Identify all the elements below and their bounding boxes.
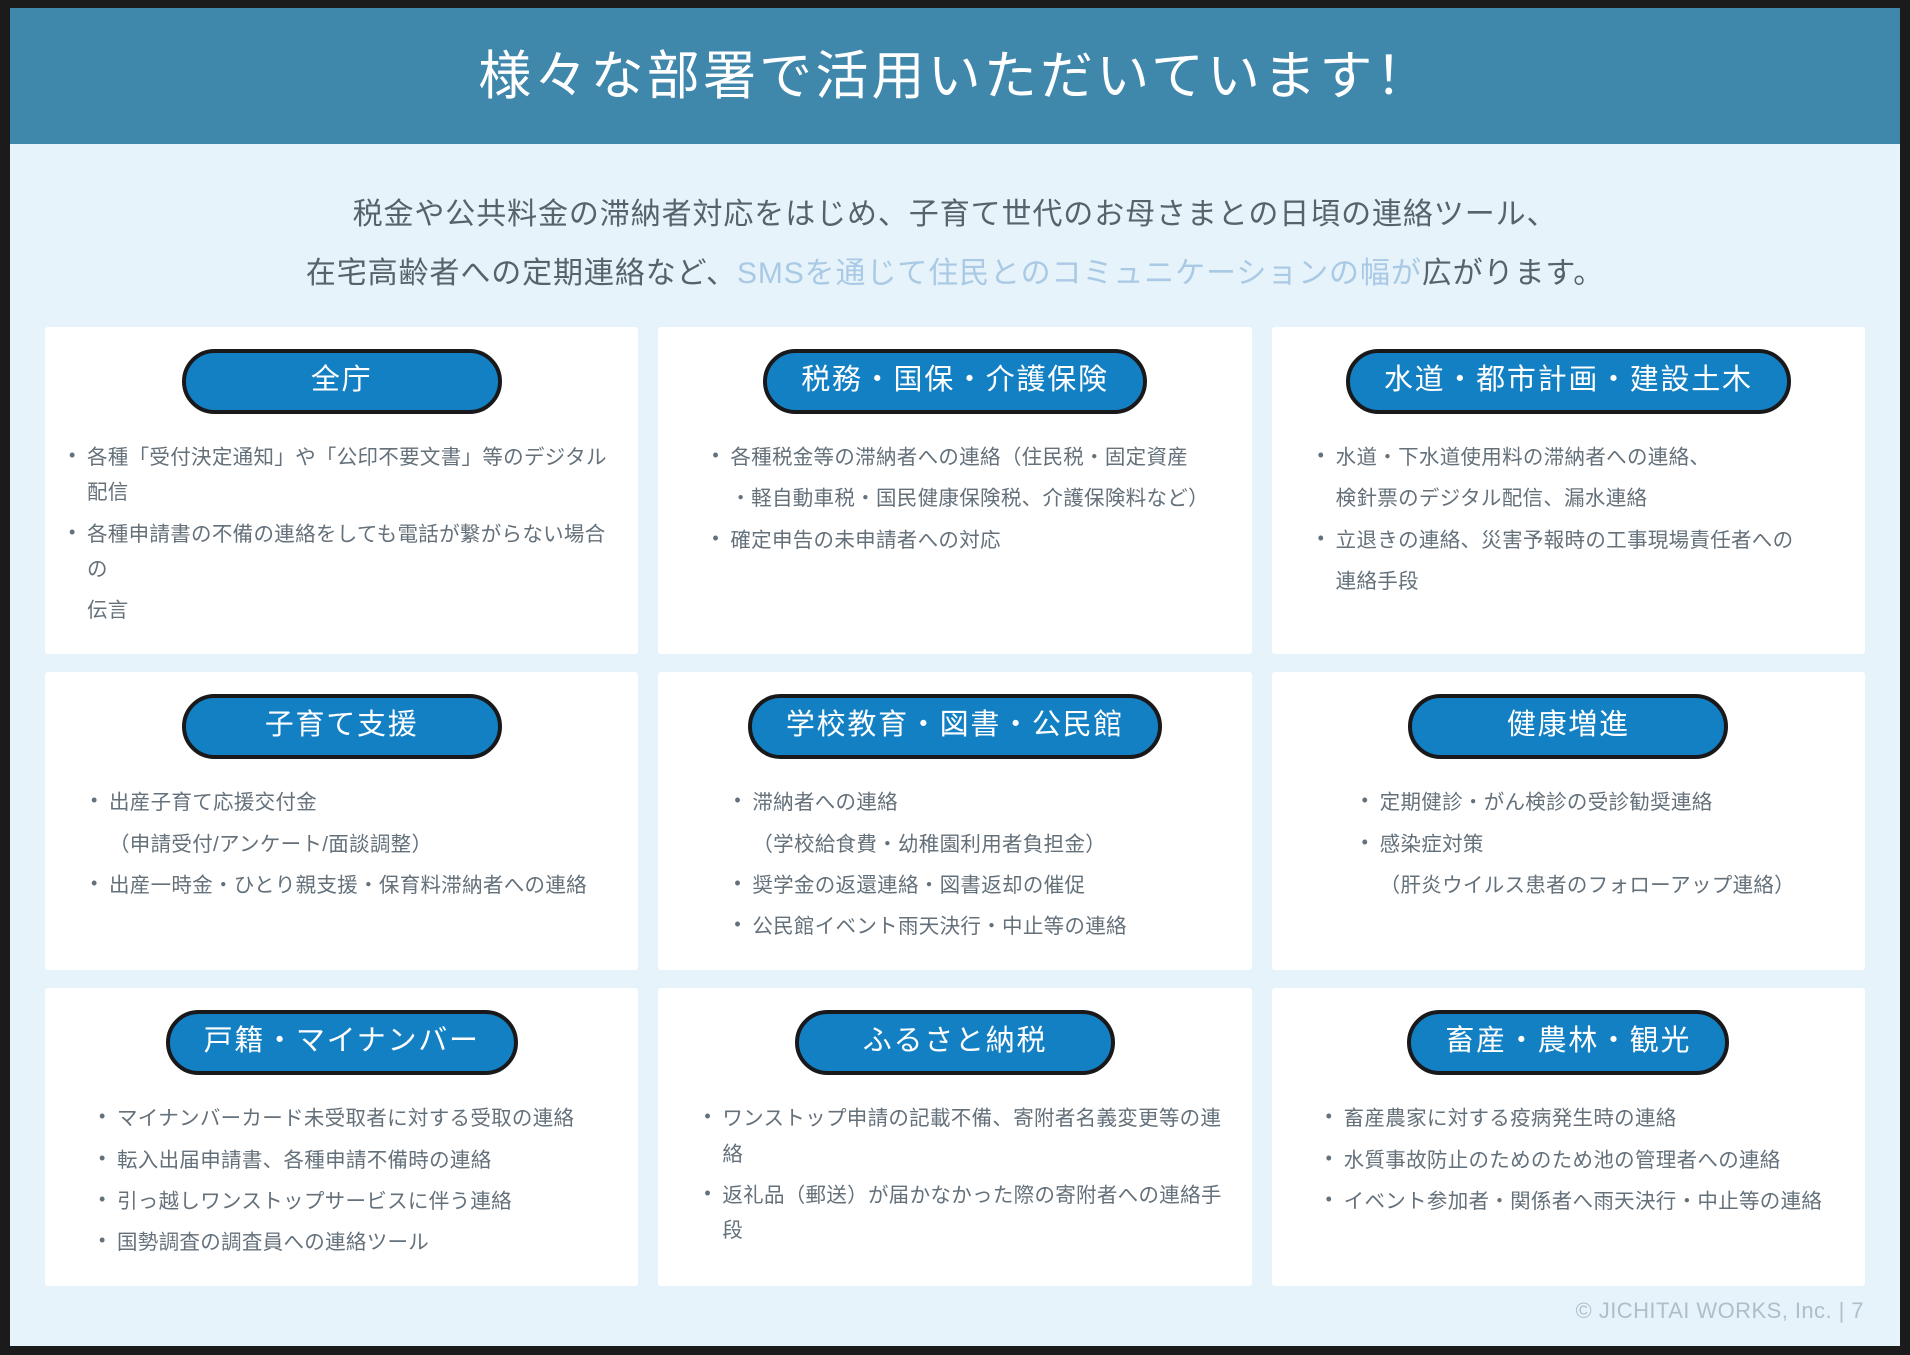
bullet-list: 畜産農家に対する疫病発生時の連絡 水質事故防止のためのため池の管理者への連絡 イ… <box>1290 1101 1847 1219</box>
bullet-list: 出産子育て応援交付金 （申請受付/アンケート/面談調整） 出産一時金・ひとり親支… <box>63 785 620 903</box>
bullet-item-continuation: （学校給食費・幼稚園利用者負担金） <box>752 832 1107 856</box>
bullet-item-continuation: （申請受付/アンケート/面談調整） <box>109 832 433 856</box>
badge-wrapper: 子育て支援 <box>63 694 620 760</box>
badge-wrapper: 健康増進 <box>1290 694 1847 760</box>
badge-wrapper: 戸籍・マイナンバー <box>63 1010 620 1076</box>
badge-wrapper: 全庁 <box>63 349 620 414</box>
subtitle-line-2: 在宅高齢者への定期連絡など、SMSを通じて住民とのコミュニケーションの幅が広がり… <box>10 245 1900 304</box>
bullet-list: 水道・下水道使用料の滞納者への連絡、 検針票のデジタル配信、漏水連絡 立退きの連… <box>1290 440 1847 599</box>
header-banner: 様々な部署で活用いただいています！ <box>10 8 1900 144</box>
bullet-item: イベント参加者・関係者へ雨天決行・中止等の連絡 <box>1324 1184 1847 1219</box>
bullet-item: 定期健診・がん検診の受診勧奨連絡 <box>1360 785 1847 820</box>
bullet-item: 出産一時金・ひとり親支援・保育料滞納者への連絡 <box>89 868 620 903</box>
bullet-item: マイナンバーカード未受取者に対する受取の連絡 <box>97 1101 620 1136</box>
bullet-list: 各種税金等の滞納者への連絡（住民税・固定資産 ・軽自動車税・国民健康保険税、介護… <box>676 440 1233 558</box>
department-card: 全庁 各種「受付決定通知」や「公印不要文書」等のデジタル配信 各種申請書の不備の… <box>45 327 639 655</box>
bullet-item-continuation: 伝言 <box>87 599 129 622</box>
subtitle-line-2-highlight: SMSを通じて住民とのコミュニケーションの幅が <box>736 256 1422 290</box>
bullet-item-continuation: ・軽自動車税・国民健康保険税、介護保険料など） <box>730 487 1209 511</box>
department-card: 学校教育・図書・公民館 滞納者への連絡 （学校給食費・幼稚園利用者負担金） 奨学… <box>658 672 1252 971</box>
department-badge[interactable]: ふるさと納税 <box>794 1010 1115 1076</box>
bullet-item-continuation: 連絡手段 <box>1335 569 1419 593</box>
bullet-list: ワンストップ申請の記載不備、寄附者名義変更等の連絡 返礼品（郵送）が届かなかった… <box>676 1101 1233 1248</box>
bullet-item: 滞納者への連絡 <box>732 785 1233 820</box>
department-badge[interactable]: 水道・都市計画・建設土木 <box>1345 349 1791 414</box>
department-badge[interactable]: 健康増進 <box>1408 694 1729 760</box>
department-badge[interactable]: 学校教育・図書・公民館 <box>747 694 1163 760</box>
bullet-item: 国勢調査の調査員への連絡ツール <box>97 1225 620 1260</box>
badge-wrapper: 畜産・農林・観光 <box>1290 1010 1847 1076</box>
department-card: 健康増進 定期健診・がん検診の受診勧奨連絡 感染症対策 （肝炎ウイルス患者のフォ… <box>1271 672 1865 971</box>
page-title: 様々な部署で活用いただいています！ <box>478 46 1432 106</box>
footer-copyright: © JICHITAI WORKS, Inc. | 7 <box>1575 1298 1864 1323</box>
badge-wrapper: 水道・都市計画・建設土木 <box>1290 349 1847 414</box>
badge-wrapper: ふるさと納税 <box>676 1010 1233 1076</box>
bullet-item: 奨学金の返還連絡・図書返却の催促 <box>732 868 1233 903</box>
bullet-item: 転入出届申請書、各種申請不備時の連絡 <box>97 1143 620 1178</box>
bullet-item: 引っ越しワンストップサービスに伴う連絡 <box>97 1184 620 1219</box>
department-card: 税務・国保・介護保険 各種税金等の滞納者への連絡（住民税・固定資産 ・軽自動車税… <box>658 327 1252 655</box>
slide: 様々な部署で活用いただいています！ 税金や公共料金の滞納者対応をはじめ、子育て世… <box>10 8 1900 1346</box>
bullet-list: マイナンバーカード未受取者に対する受取の連絡 転入出届申請書、各種申請不備時の連… <box>63 1101 620 1260</box>
badge-wrapper: 学校教育・図書・公民館 <box>676 694 1233 760</box>
bullet-list: 各種「受付決定通知」や「公印不要文書」等のデジタル配信 各種申請書の不備の連絡を… <box>63 440 620 628</box>
department-badge[interactable]: 戸籍・マイナンバー <box>165 1010 518 1076</box>
bullet-item: 確定申告の未申請者への対応 <box>710 523 1233 558</box>
department-card: 戸籍・マイナンバー マイナンバーカード未受取者に対する受取の連絡 転入出届申請書… <box>45 988 639 1287</box>
department-badge[interactable]: 税務・国保・介護保険 <box>763 349 1147 414</box>
department-card: ふるさと納税 ワンストップ申請の記載不備、寄附者名義変更等の連絡 返礼品（郵送）… <box>658 988 1252 1287</box>
department-card: 子育て支援 出産子育て応援交付金 （申請受付/アンケート/面談調整） 出産一時金… <box>45 672 639 971</box>
bullet-list: 定期健診・がん検診の受診勧奨連絡 感染症対策 （肝炎ウイルス患者のフォローアップ… <box>1290 785 1847 903</box>
subtitle-line-2-pre: 在宅高齢者への定期連絡など、 <box>305 256 737 290</box>
bullet-item: 畜産農家に対する疫病発生時の連絡 <box>1324 1101 1847 1136</box>
bullet-list: 滞納者への連絡 （学校給食費・幼稚園利用者負担金） 奨学金の返還連絡・図書返却の… <box>676 785 1233 944</box>
bullet-item: 公民館イベント雨天決行・中止等の連絡 <box>732 909 1233 944</box>
bullet-item-continuation: 検針票のデジタル配信、漏水連絡 <box>1335 487 1648 511</box>
bullet-item: 出産子育て応援交付金 <box>89 785 620 820</box>
bullet-item: ワンストップ申請の記載不備、寄附者名義変更等の連絡 <box>702 1101 1233 1172</box>
department-badge[interactable]: 全庁 <box>181 349 502 414</box>
bullet-item: 各種「受付決定通知」や「公印不要文書」等のデジタル配信 <box>67 440 620 511</box>
bullet-item: 立退きの連絡、災害予報時の工事現場責任者への <box>1316 523 1847 558</box>
subtitle-block: 税金や公共料金の滞納者対応をはじめ、子育て世代のお母さまとの日頃の連絡ツール、 … <box>10 186 1900 303</box>
department-badge[interactable]: 畜産・農林・観光 <box>1407 1010 1730 1076</box>
bullet-item-continuation: （肝炎ウイルス患者のフォローアップ連絡） <box>1379 873 1795 897</box>
bullet-item: 返礼品（郵送）が届かなかった際の寄附者への連絡手段 <box>702 1178 1233 1249</box>
bullet-item: 各種申請書の不備の連絡をしても電話が繋がらない場合の <box>67 517 620 588</box>
department-card-grid: 全庁 各種「受付決定通知」や「公印不要文書」等のデジタル配信 各種申請書の不備の… <box>45 327 1865 1287</box>
bullet-item: 各種税金等の滞納者への連絡（住民税・固定資産 <box>710 440 1233 475</box>
department-card: 水道・都市計画・建設土木 水道・下水道使用料の滞納者への連絡、 検針票のデジタル… <box>1271 327 1865 655</box>
bullet-item: 水質事故防止のためのため池の管理者への連絡 <box>1324 1143 1847 1178</box>
bullet-item: 水道・下水道使用料の滞納者への連絡、 <box>1316 440 1847 475</box>
subtitle-line-2-post: 広がります。 <box>1421 256 1605 290</box>
department-badge[interactable]: 子育て支援 <box>181 694 502 760</box>
subtitle-line-1: 税金や公共料金の滞納者対応をはじめ、子育て世代のお母さまとの日頃の連絡ツール、 <box>352 198 1558 231</box>
department-card: 畜産・農林・観光 畜産農家に対する疫病発生時の連絡 水質事故防止のためのため池の… <box>1271 988 1865 1287</box>
badge-wrapper: 税務・国保・介護保険 <box>676 349 1233 414</box>
bullet-item: 感染症対策 <box>1360 827 1847 862</box>
